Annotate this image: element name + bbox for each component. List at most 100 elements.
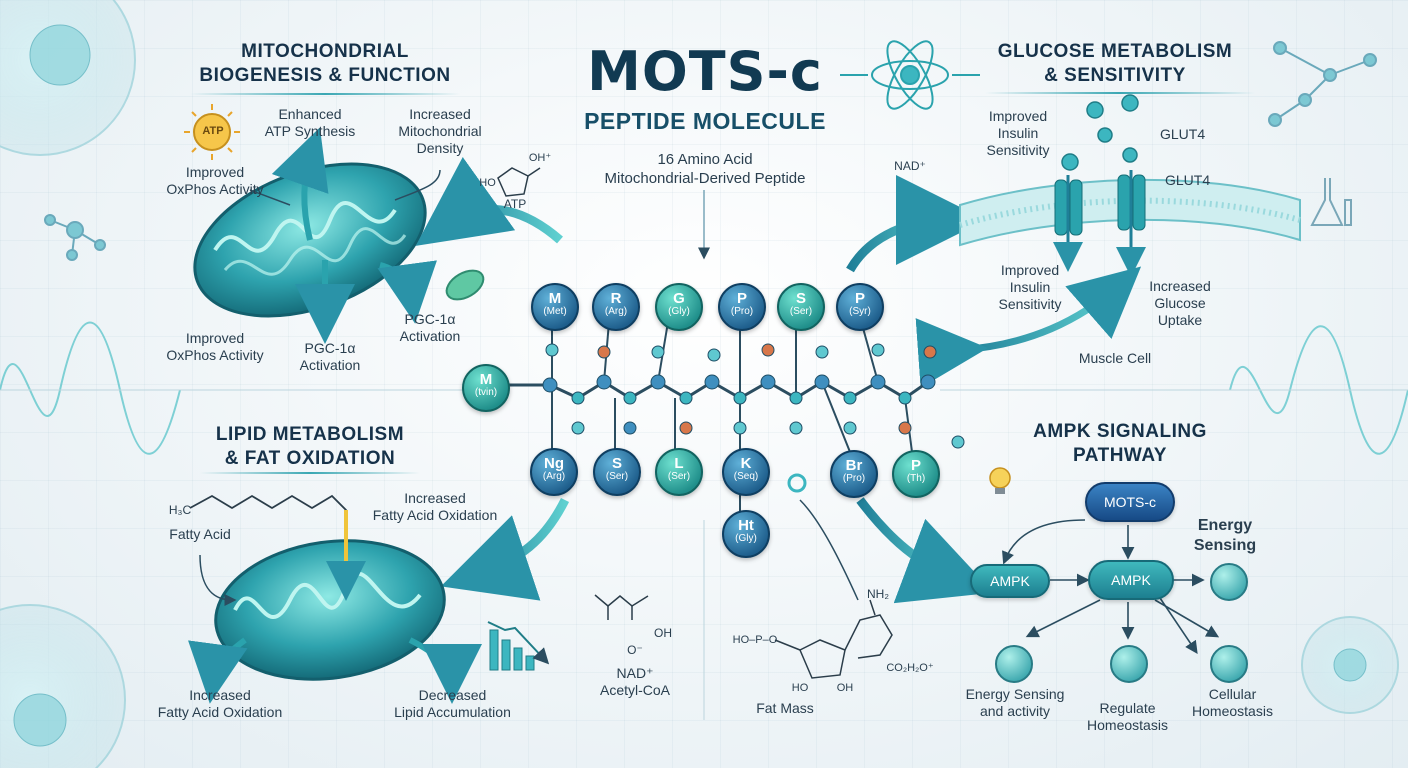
amino-full: (Syr) — [849, 306, 871, 317]
peptide-backbone — [505, 380, 929, 400]
cell-bottom-right — [1301, 616, 1399, 714]
uptake-line-1: Increased — [1149, 278, 1211, 294]
insulin-bot-line-1: Improved — [1000, 262, 1060, 278]
amino-full: (Pro) — [842, 473, 866, 484]
energy-line-1: Energy — [1197, 517, 1253, 534]
pgc-bot-line-2: Activation — [299, 357, 361, 373]
amino-bottom-3: L(Ser) — [655, 448, 703, 496]
small-mito-icon — [445, 269, 485, 301]
ho-p-label: HO–P–O — [732, 634, 778, 646]
amino-code: S — [795, 290, 806, 307]
h3c-label: H₃C — [168, 503, 192, 517]
mito-title-rule — [190, 93, 460, 95]
amino-full: (Ser) — [789, 306, 813, 317]
sub-title: PEPTIDE MOLECULE — [584, 108, 826, 134]
amino-full: (Arg) — [604, 306, 628, 317]
pgc-bottom-label: PGC-1α Activation — [285, 340, 375, 374]
fat-oh: OH — [836, 682, 854, 694]
amino-code: P — [736, 290, 747, 307]
oxid-bot-line-1: Increased — [189, 687, 251, 703]
energy-activity-label: Energy Sensing and activity — [950, 686, 1080, 720]
pgc-right-line-1: PGC-1α — [404, 311, 456, 327]
atom-icon — [840, 40, 980, 110]
insulin-top-line-1: Improved — [988, 108, 1048, 124]
out3-line-1: Cellular — [1208, 686, 1257, 702]
oxphos-bot-line-1: Improved — [185, 330, 245, 346]
out1-line-2: and activity — [979, 703, 1051, 719]
enhanced-line-1: Enhanced — [278, 106, 342, 122]
amino-full: (Ser) — [667, 471, 691, 482]
atp-structure — [497, 167, 541, 197]
amino-bottom-1: Ng(Arg) — [530, 448, 578, 496]
pgc-bot-line-1: PGC-1α — [304, 340, 356, 356]
glut4-label-a: GLUT4 — [1160, 126, 1206, 142]
amino-extra: Ht(Gly) — [722, 510, 770, 558]
mots-c-node: MOTS-c — [1085, 482, 1175, 522]
oxphos-top-label: Improved OxPhos Activity — [150, 164, 280, 198]
uptake-line-3: Uptake — [1157, 312, 1203, 328]
nucleotide-structure — [774, 599, 893, 679]
amino-top-5: S(Ser) — [777, 283, 825, 331]
desc-line-2: Mitochondrial-Derived Peptide — [604, 170, 806, 187]
atp-badge: ATP — [202, 125, 224, 137]
acetyl-nad: NAD⁺ — [616, 665, 654, 681]
amino-full: (tvin) — [474, 387, 498, 398]
flask-icon — [1310, 178, 1352, 226]
amino-full: (Seq) — [733, 471, 759, 482]
amino-full: (Ser) — [605, 471, 629, 482]
amino-code: Br — [845, 457, 863, 474]
ampk-center-node: AMPK — [1088, 560, 1174, 600]
energy-line-2: Sensing — [1193, 537, 1257, 554]
amino-bottom-5: Br(Pro) — [830, 450, 878, 498]
lipid-accumulation-label: Decreased Lipid Accumulation — [380, 687, 525, 721]
lipid-acc-line-1: Decreased — [418, 687, 487, 703]
oxid-top-line-2: Fatty Acid Oxidation — [372, 507, 498, 523]
fat-mass-label: Fat Mass — [756, 700, 814, 716]
co2-label: CO₂H₂O⁺ — [886, 662, 934, 674]
molecule-decor-left — [44, 214, 106, 261]
glucose-title-line-1: GLUCOSE METABOLISM — [997, 41, 1233, 62]
amino-full: (Arg) — [542, 471, 566, 482]
amino-code: S — [611, 455, 622, 472]
uptake-line-2: Glucose — [1154, 295, 1206, 311]
ampk-arrows — [1002, 519, 1220, 654]
glucose-particles — [1061, 94, 1139, 171]
peptide-atoms — [542, 343, 965, 449]
amino-code: Ht — [738, 517, 754, 534]
out3-line-2: Homeostasis — [1192, 703, 1273, 719]
acetyl-o-minus: O⁻ — [627, 643, 643, 657]
amino-full: (Th) — [906, 473, 926, 484]
energy-activity-icon — [995, 645, 1033, 683]
uptake-label: Increased Glucose Uptake — [1130, 278, 1230, 329]
arrow-pgc-right — [377, 260, 437, 324]
out2-line-1: Regulate — [1099, 700, 1156, 716]
enhanced-atp-label: Enhanced ATP Synthesis — [250, 106, 370, 140]
bulb-icon — [989, 467, 1011, 494]
arrow-to-ampk — [856, 497, 994, 604]
arrow-muscle-bidirectional — [915, 266, 1142, 388]
amino-code: Ng — [544, 455, 564, 472]
molecule-decor-right — [1268, 41, 1377, 127]
amino-top-2: R(Arg) — [592, 283, 640, 331]
amino-top-6: P(Syr) — [836, 283, 884, 331]
lipid-section-title: LIPID METABOLISM & FAT OXIDATION — [180, 423, 440, 471]
cell-membrane — [959, 170, 1301, 277]
mito-title-line-2: BIOGENESIS & FUNCTION — [199, 65, 451, 86]
lipid-title-line-2: & FAT OXIDATION — [224, 448, 396, 469]
amino-left: M(tvin) — [462, 364, 510, 412]
arrow-lipid-acc — [408, 637, 482, 704]
lipid-title-line-1: LIPID METABOLISM — [215, 424, 405, 445]
acetyl-structure — [594, 594, 649, 620]
oxidation-top-label: Increased Fatty Acid Oxidation — [360, 490, 510, 524]
homeostasis-icon — [1110, 645, 1148, 683]
acetyl-oh: OH — [654, 626, 672, 640]
fat-ho: HO — [791, 682, 809, 694]
glucose-section-title: GLUCOSE METABOLISM & SENSITIVITY — [970, 40, 1260, 88]
energy-sensing-heading: Energy Sensing — [1185, 516, 1265, 556]
amino-full: (Gly) — [735, 533, 757, 544]
ampk-title-line-1: AMPK SIGNALING — [1033, 421, 1207, 442]
glut4-label-b: GLUT4 — [1165, 172, 1211, 188]
main-title: MOTS-c — [587, 40, 823, 103]
amino-bottom-2: S(Ser) — [593, 448, 641, 496]
